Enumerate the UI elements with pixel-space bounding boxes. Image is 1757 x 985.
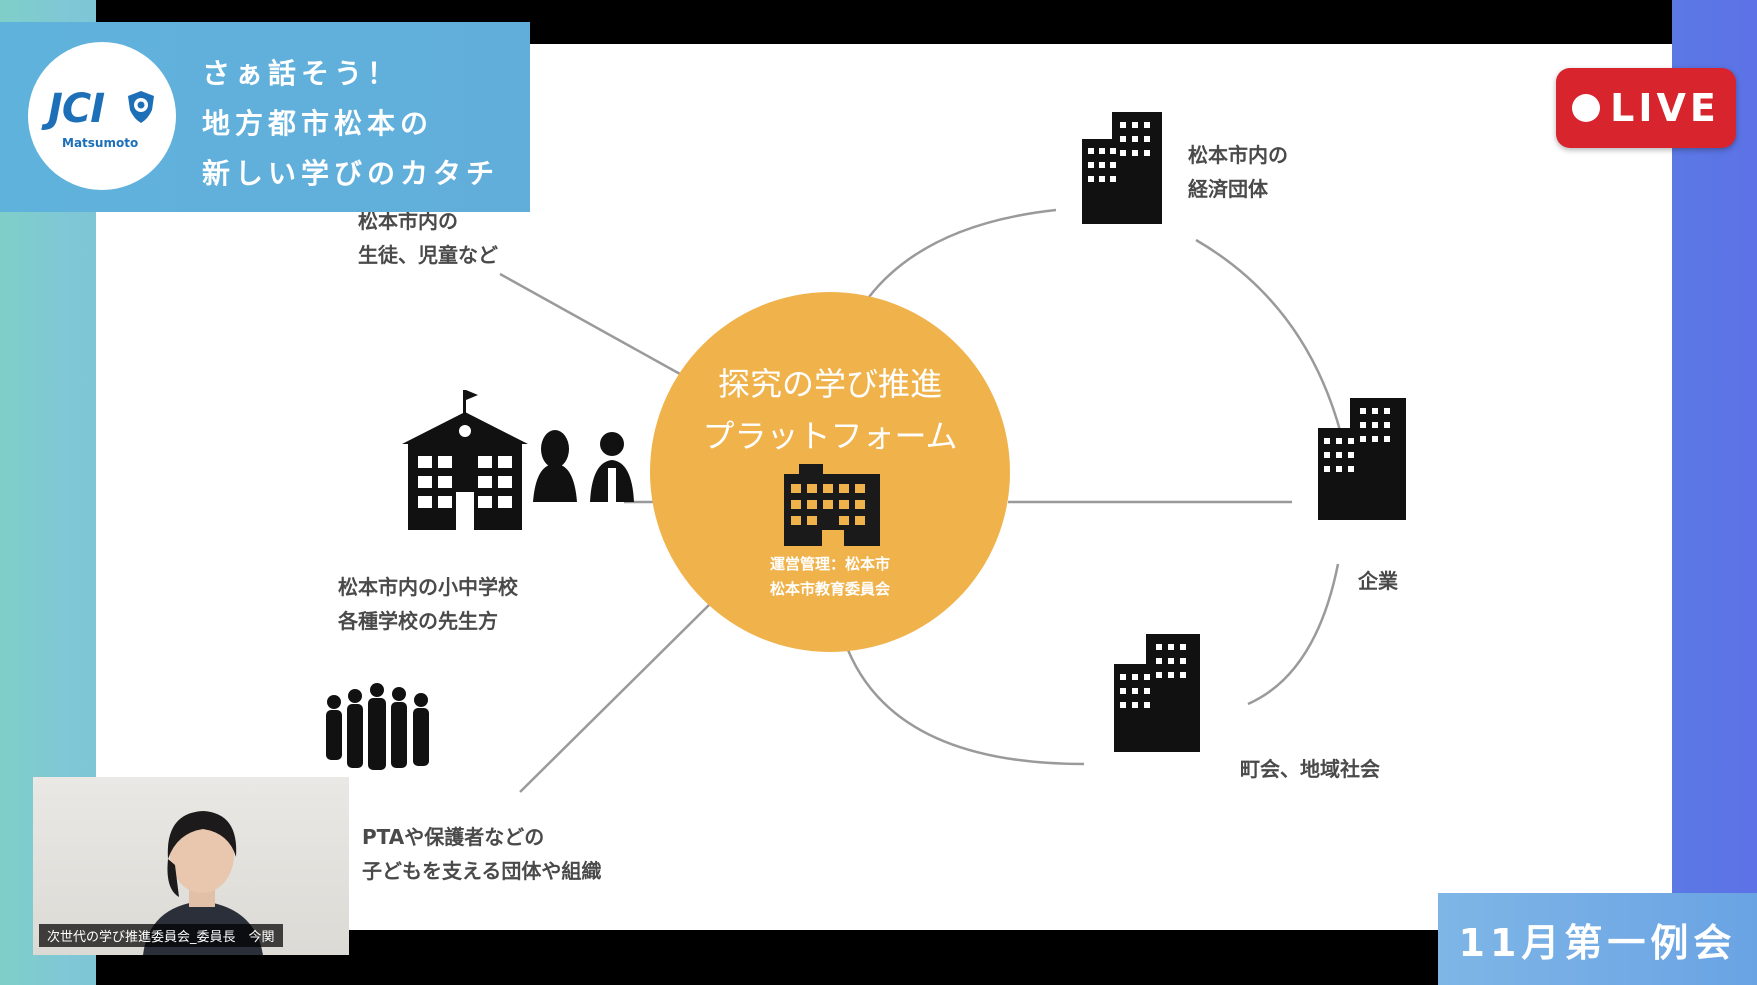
- office-building-icon-companies: [1318, 398, 1406, 520]
- arc-economic: [868, 208, 1057, 298]
- label-schools: 松本市内の小中学校 各種学校の先生方: [338, 570, 518, 638]
- shield-icon: [128, 91, 154, 123]
- logo-text: JCI: [48, 86, 105, 132]
- record-dot-icon: [1572, 94, 1601, 122]
- speaker-webcam: 次世代の学び推進委員会_委員長 今関: [33, 777, 349, 955]
- jci-logo: JCI Matsumoto: [28, 42, 176, 190]
- program-title-banner: JCI Matsumoto さぁ話そう！ 地方都市松本の 新しい学びのカタチ: [0, 22, 530, 212]
- live-label: LIVE: [1610, 86, 1720, 130]
- banner-title-line-2: 地方都市松本の: [202, 107, 434, 140]
- label-companies: 企業: [1358, 564, 1398, 598]
- speaker-caption: 次世代の学び推進委員会_委員長 今関: [39, 924, 283, 947]
- label-pta: PTAや保護者などの 子どもを支える団体や組織: [362, 820, 601, 888]
- bottom-letterbox: [96, 930, 1672, 985]
- label-schools-line-2: 各種学校の先生方: [338, 609, 498, 633]
- label-companies-line-1: 企業: [1358, 569, 1398, 593]
- label-pta-line-2: 子どもを支える団体や組織: [362, 859, 602, 883]
- hub-management-line-2: 松本市教育委員会: [769, 580, 890, 598]
- arc-economic-companies: [1195, 238, 1343, 435]
- hub-title-line-2: プラットフォーム: [702, 417, 958, 455]
- arc-companies-community: [1247, 563, 1340, 706]
- hub-management: 運営管理：松本市 松本市教育委員会: [650, 552, 1010, 602]
- label-students-line-2: 生徒、児童など: [358, 243, 498, 267]
- label-economic-line-1: 松本市内の: [1188, 143, 1288, 167]
- logo-city: Matsumoto: [62, 136, 139, 150]
- label-economic-line-2: 経済団体: [1188, 177, 1268, 201]
- platform-hub: [650, 292, 1010, 652]
- people-icon: [533, 430, 634, 502]
- office-building-icon-economic: [1082, 112, 1162, 224]
- label-pta-line-1: PTAや保護者などの: [362, 825, 545, 849]
- label-students: 松本市内の 生徒、児童など: [358, 204, 498, 272]
- hub-management-line-1: 運営管理：松本市: [769, 555, 890, 573]
- event-banner: 11月第一例会: [1438, 893, 1757, 985]
- label-economic: 松本市内の 経済団体: [1188, 138, 1288, 206]
- connector-students: [499, 272, 681, 376]
- school-icon: [402, 390, 528, 530]
- live-badge: LIVE: [1556, 68, 1736, 148]
- label-community: 町会、地域社会: [1240, 752, 1380, 786]
- hub-building-icon: [784, 464, 880, 546]
- hub-title-line-1: 探究の学び推進: [717, 365, 942, 403]
- label-community-line-1: 町会、地域社会: [1240, 757, 1380, 781]
- label-students-line-1: 松本市内の: [358, 209, 458, 233]
- label-schools-line-1: 松本市内の小中学校: [338, 575, 518, 599]
- banner-title-line-1: さぁ話そう！: [202, 57, 401, 90]
- office-building-icon-community: [1114, 634, 1200, 752]
- hub-title: 探究の学び推進 プラットフォーム: [650, 358, 1010, 462]
- arc-community: [846, 649, 1085, 766]
- crowd-icon: [326, 683, 429, 770]
- banner-title-line-3: 新しい学びのカタチ: [202, 157, 500, 190]
- event-label: 11月第一例会: [1458, 920, 1737, 965]
- connector-pta: [519, 603, 711, 793]
- diagram-canvas: [326, 112, 1406, 793]
